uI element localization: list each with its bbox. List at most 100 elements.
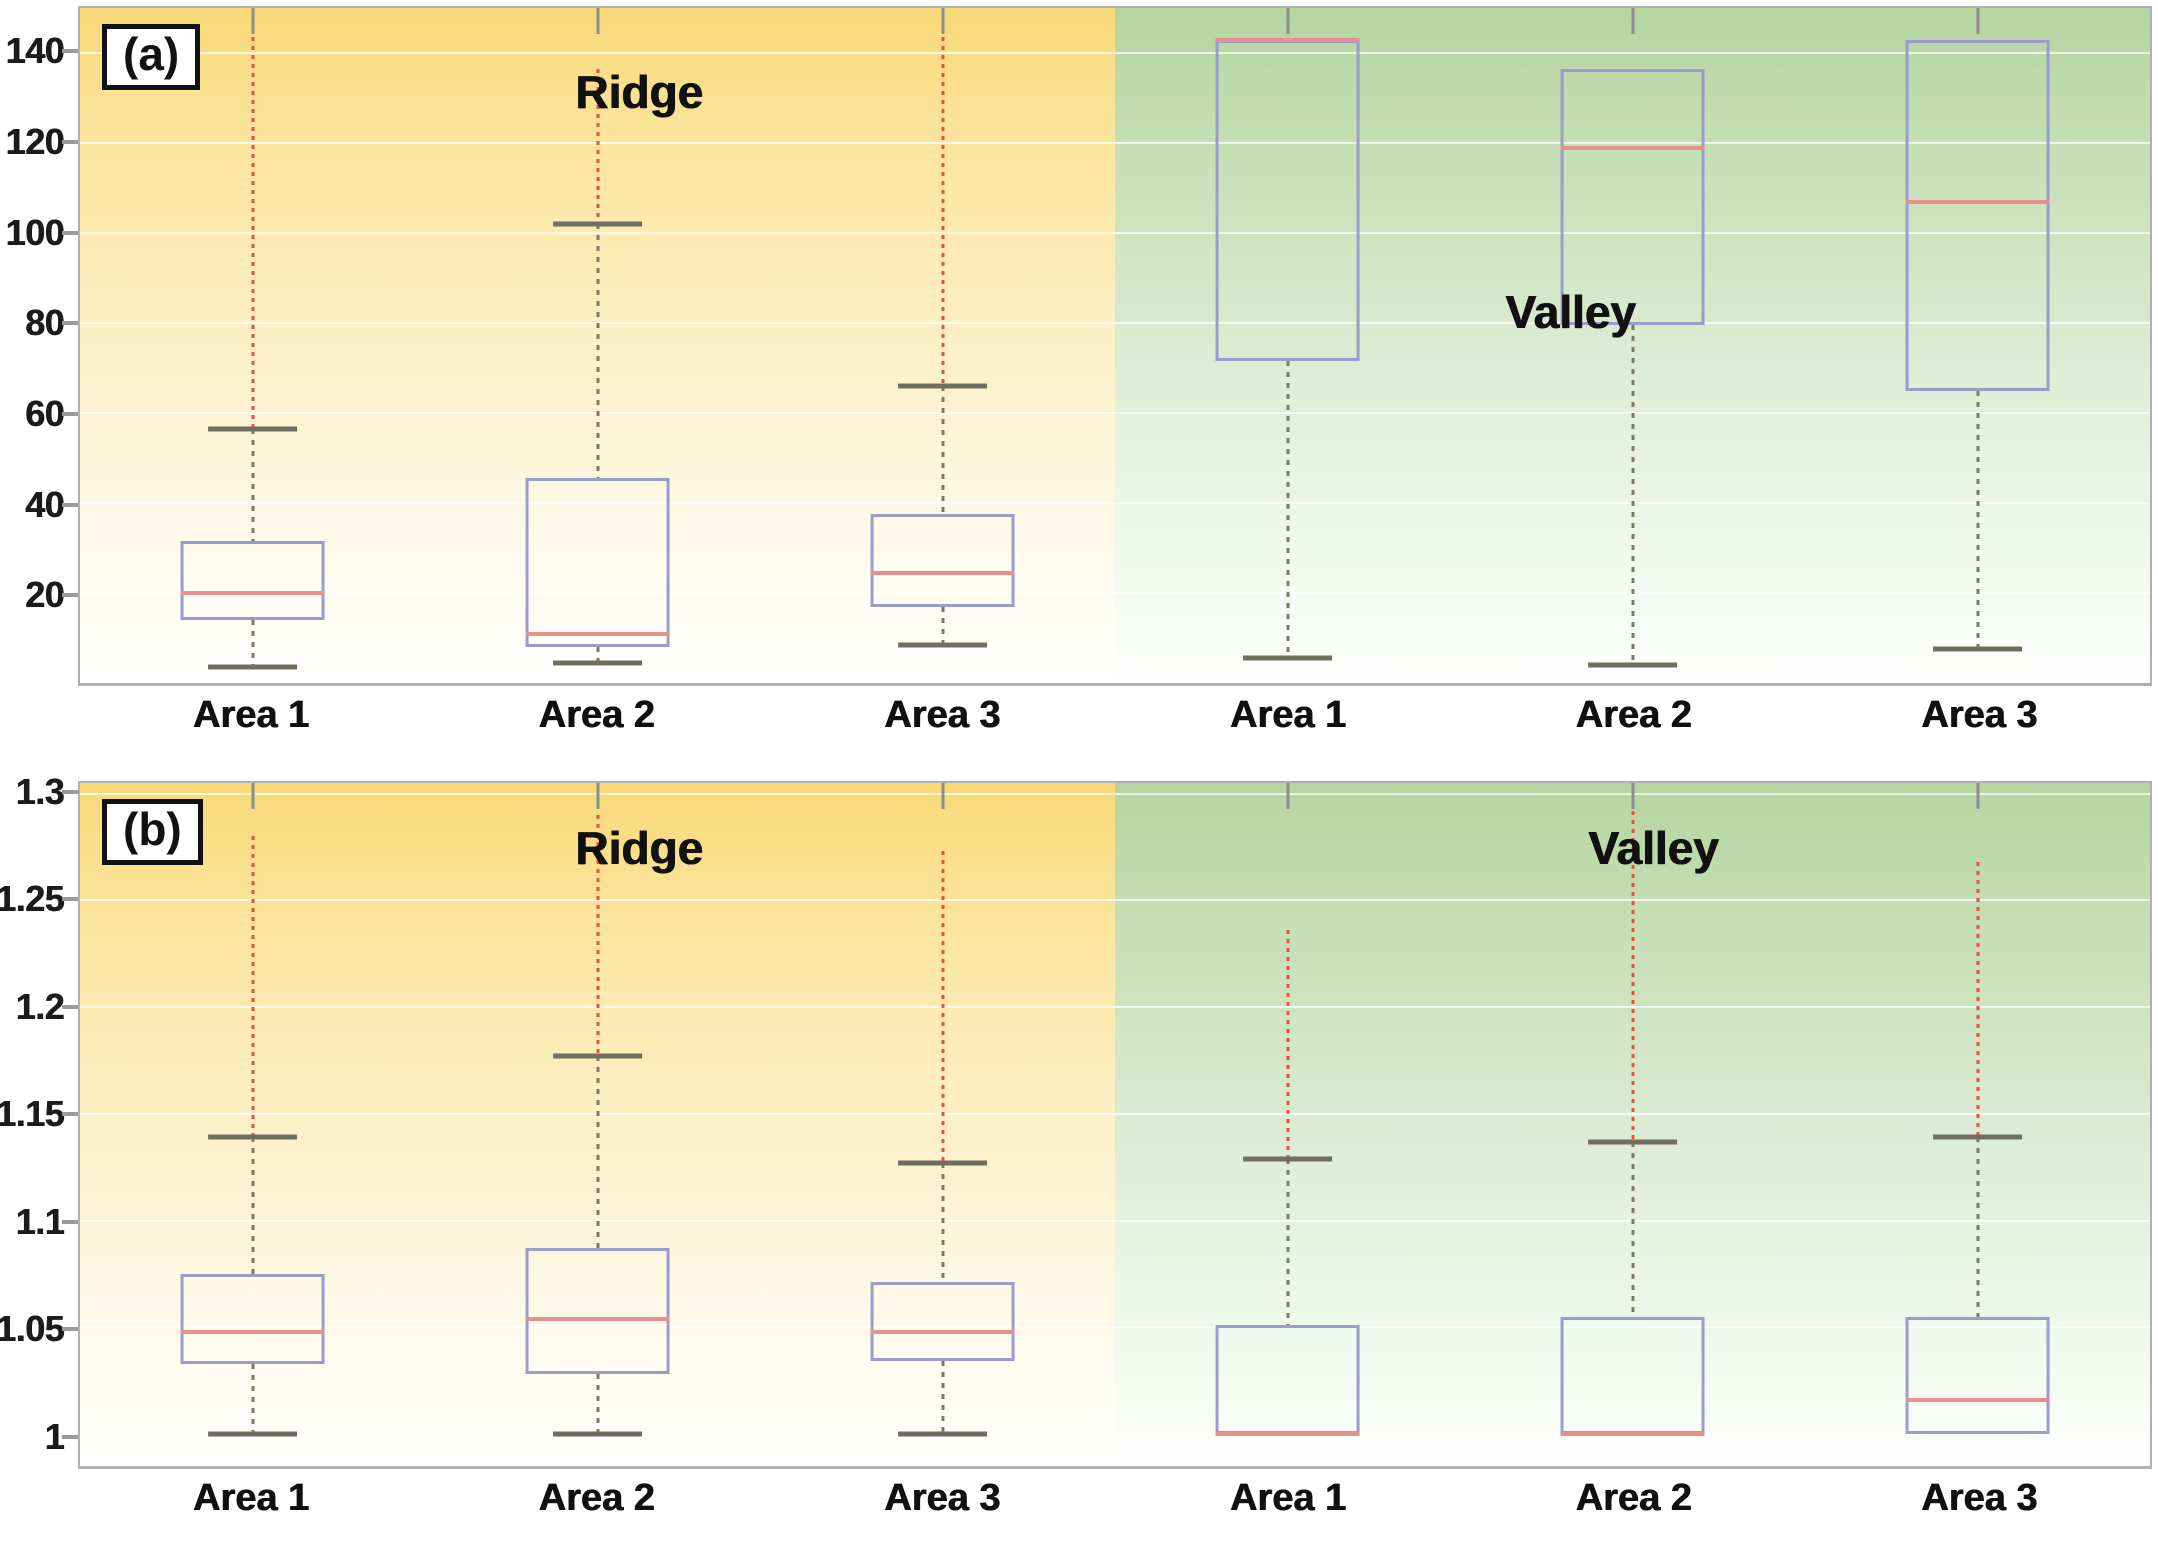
outlier-points bbox=[1976, 861, 1979, 1138]
y-tick-mark bbox=[62, 897, 78, 902]
whisker-cap-lower bbox=[1932, 646, 2023, 652]
x-tick-mark bbox=[251, 8, 254, 34]
y-tick-label: 1.3 bbox=[15, 770, 64, 812]
y-tick-mark bbox=[62, 1112, 78, 1117]
x-tick-label-ridge-area-3: Area 3 bbox=[884, 1477, 1001, 1519]
panel-tag-a: (a) bbox=[102, 24, 201, 90]
whisker-upper bbox=[1976, 1137, 1979, 1317]
y-tick-mark bbox=[62, 1004, 78, 1009]
whisker-cap-lower bbox=[552, 1431, 643, 1437]
box-iqr bbox=[1560, 1316, 1705, 1434]
median-line bbox=[1215, 1431, 1360, 1436]
group-label-valley: Valley bbox=[1587, 821, 1719, 874]
whisker-lower bbox=[1631, 325, 1634, 665]
x-tick-mark bbox=[1976, 8, 1979, 34]
y-tick-label: 1.05 bbox=[0, 1308, 65, 1350]
x-tick-label-valley-area-2: Area 2 bbox=[1575, 1477, 1692, 1519]
outlier-points bbox=[941, 851, 944, 1163]
x-tick-mark bbox=[941, 8, 944, 34]
x-axis-labels-panel-a: Area 1 Area 2 Area 3 Area 1 Area 2 Area 3 bbox=[78, 690, 2152, 760]
outlier-points bbox=[1286, 930, 1289, 1159]
x-tick-label-valley-area-3: Area 3 bbox=[1921, 694, 2038, 736]
outlier-points bbox=[251, 836, 254, 1138]
whisker-lower bbox=[251, 1363, 254, 1434]
x-tick-mark bbox=[1976, 783, 1979, 809]
whisker-upper bbox=[596, 1056, 599, 1249]
x-tick-label-valley-area-1: Area 1 bbox=[1229, 694, 1346, 736]
box-iqr bbox=[1905, 39, 2050, 391]
y-tick-mark bbox=[62, 1219, 78, 1224]
y-tick-mark bbox=[62, 502, 78, 507]
box-iqr bbox=[180, 1273, 325, 1364]
box-iqr bbox=[525, 1248, 670, 1375]
median-line bbox=[525, 1316, 670, 1321]
x-tick-mark bbox=[1286, 783, 1289, 809]
box-iqr bbox=[180, 541, 325, 620]
group-label-ridge: Ridge bbox=[575, 66, 703, 119]
y-tick-mark bbox=[62, 412, 78, 416]
whisker-cap-upper bbox=[897, 383, 988, 389]
whisker-cap-lower bbox=[1242, 655, 1333, 661]
whisker-cap-lower bbox=[207, 664, 298, 670]
whisker-cap-lower bbox=[207, 1431, 298, 1437]
y-tick-label: 120 bbox=[5, 121, 64, 162]
y-tick-mark bbox=[62, 1434, 78, 1439]
whisker-cap-lower bbox=[897, 1431, 988, 1437]
x-tick-mark bbox=[596, 783, 599, 809]
y-tick-label: 100 bbox=[5, 211, 64, 253]
whisker-lower bbox=[251, 620, 254, 668]
box-iqr bbox=[1560, 68, 1705, 326]
panel-tag-b: (b) bbox=[102, 799, 203, 865]
box-iqr bbox=[525, 478, 670, 647]
y-tick-mark bbox=[62, 140, 78, 144]
median-line bbox=[870, 570, 1015, 575]
whisker-cap-lower bbox=[552, 660, 643, 666]
outlier-points bbox=[251, 37, 254, 429]
outlier-points bbox=[941, 37, 944, 386]
y-tick-mark bbox=[62, 593, 78, 598]
y-tick-label: 80 bbox=[24, 302, 65, 344]
whisker-upper bbox=[1631, 1141, 1634, 1317]
x-tick-label-ridge-area-3: Area 3 bbox=[884, 694, 1001, 736]
y-tick-label: 20 bbox=[24, 574, 65, 616]
y-tick-mark bbox=[62, 49, 78, 54]
median-line bbox=[1905, 1397, 2050, 1402]
x-tick-mark bbox=[596, 8, 599, 34]
y-tick-mark bbox=[62, 230, 78, 235]
whisker-cap-upper bbox=[1587, 1139, 1678, 1145]
whisker-cap-lower bbox=[897, 642, 988, 648]
whisker-upper bbox=[251, 1137, 254, 1274]
y-tick-label: 140 bbox=[5, 30, 64, 72]
y-tick-label: 60 bbox=[24, 393, 65, 434]
median-line bbox=[525, 631, 670, 636]
y-tick-mark bbox=[62, 321, 78, 326]
outlier-points bbox=[596, 68, 599, 224]
whisker-cap-upper bbox=[1242, 1156, 1333, 1162]
x-tick-label-ridge-area-2: Area 2 bbox=[538, 694, 655, 736]
y-tick-label: 1.1 bbox=[15, 1200, 64, 1242]
x-tick-mark bbox=[941, 783, 944, 809]
whisker-cap-upper bbox=[552, 1053, 643, 1059]
box-iqr bbox=[1215, 39, 1360, 362]
x-tick-label-ridge-area-2: Area 2 bbox=[538, 1477, 655, 1519]
whisker-lower bbox=[941, 606, 944, 645]
whisker-cap-upper bbox=[552, 221, 643, 227]
outlier-points bbox=[1631, 810, 1634, 1142]
box-iqr bbox=[870, 1282, 1015, 1362]
whisker-lower bbox=[941, 1361, 944, 1434]
x-tick-label-valley-area-3: Area 3 bbox=[1921, 1477, 2038, 1519]
median-line bbox=[870, 1329, 1015, 1334]
whisker-upper bbox=[941, 386, 944, 515]
median-line bbox=[1215, 37, 1360, 42]
y-tick-label: 1.15 bbox=[0, 1093, 65, 1135]
x-tick-label-valley-area-2: Area 2 bbox=[1575, 694, 1692, 736]
y-tick-mark bbox=[62, 1327, 78, 1332]
x-tick-label-ridge-area-1: Area 1 bbox=[192, 694, 309, 736]
x-tick-mark bbox=[1286, 8, 1289, 34]
x-tick-mark bbox=[251, 783, 254, 809]
median-line bbox=[180, 591, 325, 595]
